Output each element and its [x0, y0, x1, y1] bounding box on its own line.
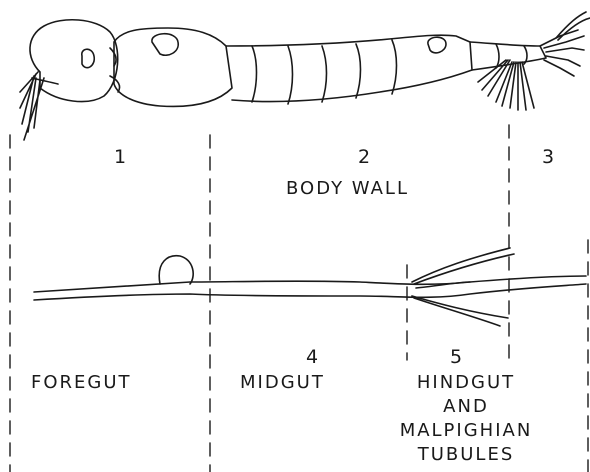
larva-illustration [20, 12, 590, 140]
head-spot [82, 49, 94, 67]
label-hindgut-line2: AND [378, 396, 554, 418]
gastric-caecum [159, 256, 193, 284]
larva-abdomen [226, 35, 472, 101]
label-body-wall: BODY WALL [286, 178, 409, 200]
abdomen-spot [428, 37, 446, 53]
thorax-spot [152, 34, 178, 56]
section-number-3: 3 [542, 146, 554, 168]
larva-thorax [114, 28, 232, 106]
section-number-4: 4 [306, 346, 318, 368]
label-hindgut-line3: MALPIGHIAN [378, 420, 554, 442]
malpighian-tubules [412, 248, 514, 326]
section-number-2: 2 [358, 146, 370, 168]
section-number-1: 1 [114, 146, 126, 168]
gut-upper-wall [34, 276, 586, 292]
label-midgut: MIDGUT [240, 372, 325, 394]
label-foregut: FOREGUT [31, 372, 132, 394]
label-hindgut-line1: HINDGUT [378, 372, 554, 394]
larva-head [30, 20, 118, 102]
section-number-5: 5 [450, 346, 462, 368]
label-hindgut-line4: TUBULES [378, 444, 554, 466]
gut-illustration [34, 248, 586, 326]
